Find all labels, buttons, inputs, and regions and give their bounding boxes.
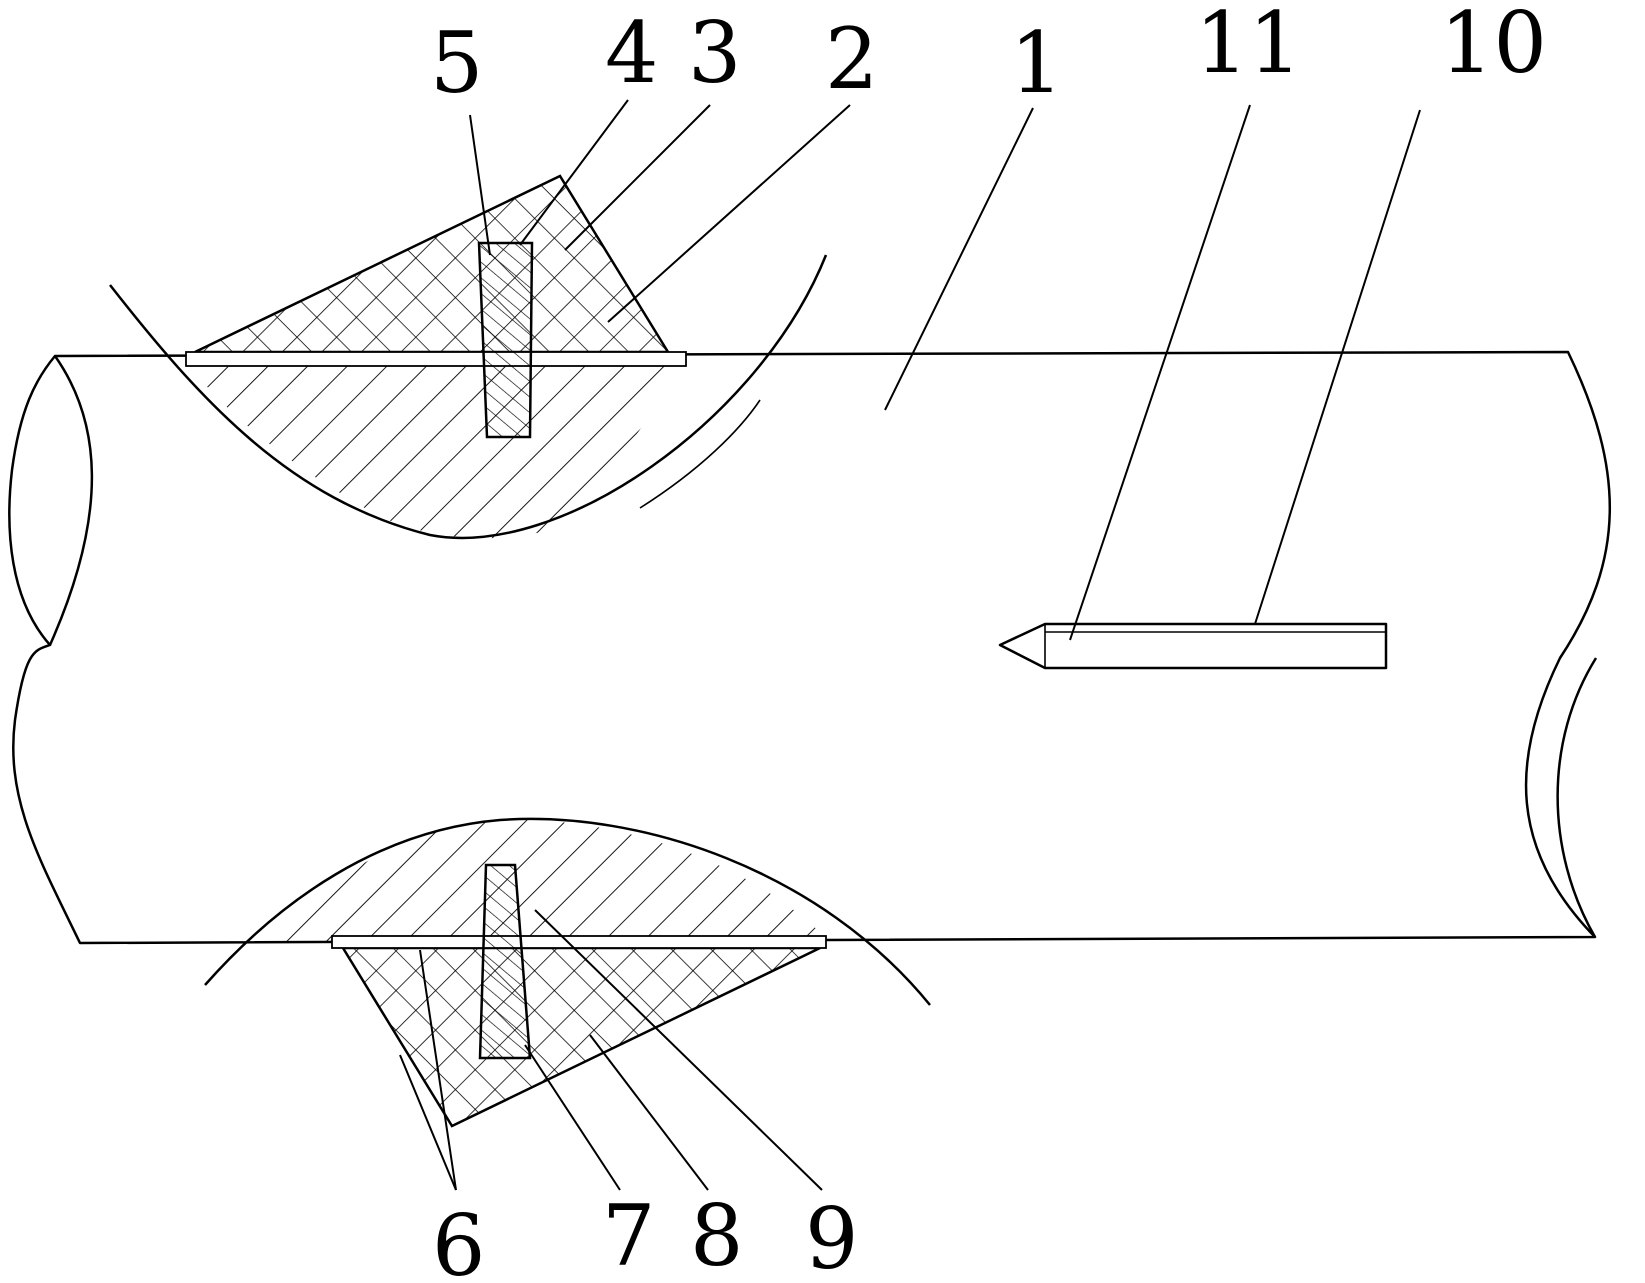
- lower-fragment-hatch: [275, 820, 830, 942]
- bone-right-end-curve: [1556, 657, 1598, 938]
- upper-pin: [477, 241, 534, 439]
- bone-left-end-curve: [48, 355, 94, 646]
- leader-3: [564, 104, 711, 251]
- lower-bone-fragment: [204, 817, 931, 1006]
- label-10: 10: [1440, 0, 1547, 92]
- leader-10: [1254, 109, 1421, 625]
- probe-needle-body: [998, 622, 1388, 670]
- bone-shaft-outline: [8, 350, 1612, 945]
- label-9: 9: [805, 1190, 858, 1283]
- upper-fragment-outline: [109, 254, 828, 540]
- upper-fragment-inner-curve: [639, 399, 761, 509]
- upper-plate-crosshatch: [194, 174, 671, 354]
- leader-7: [524, 1044, 621, 1191]
- leader-11: [1069, 104, 1251, 641]
- upper-bone-fragment: [109, 254, 828, 540]
- upper-pin-body: [477, 241, 534, 439]
- upper-plate: [185, 174, 687, 367]
- lower-fragment-outline: [204, 817, 931, 1006]
- leader-lines: [399, 99, 1421, 1191]
- upper-plate-seat: [185, 351, 687, 367]
- label-7: 7: [602, 1187, 655, 1283]
- label-1: 1: [1010, 14, 1063, 112]
- lower-pin: [478, 863, 532, 1060]
- probe-needle: [998, 622, 1388, 670]
- label-8: 8: [690, 1187, 743, 1283]
- leader-2: [607, 104, 851, 323]
- upper-fragment-hatch: [185, 358, 684, 539]
- label-11: 11: [1195, 0, 1302, 92]
- lower-pin-body: [478, 863, 532, 1060]
- leader-8: [589, 1034, 709, 1191]
- label-3: 3: [688, 4, 741, 102]
- label-6: 6: [432, 1197, 485, 1283]
- leader-1: [884, 107, 1034, 411]
- lower-plate-crosshatch: [340, 946, 821, 1128]
- leader-9: [534, 909, 823, 1191]
- leader-5: [469, 114, 491, 256]
- leader-6b: [399, 1054, 457, 1191]
- label-5: 5: [430, 14, 483, 112]
- reference-numerals: 5 4 3 2 1 11 10 6 7 8 9: [430, 0, 1547, 1283]
- lower-plate-seat: [331, 935, 827, 949]
- leader-6a: [419, 949, 457, 1191]
- lower-plate: [331, 935, 827, 1128]
- label-4: 4: [605, 4, 658, 102]
- leader-4: [519, 99, 629, 246]
- bone-shaft: [8, 350, 1612, 945]
- label-2: 2: [825, 10, 878, 108]
